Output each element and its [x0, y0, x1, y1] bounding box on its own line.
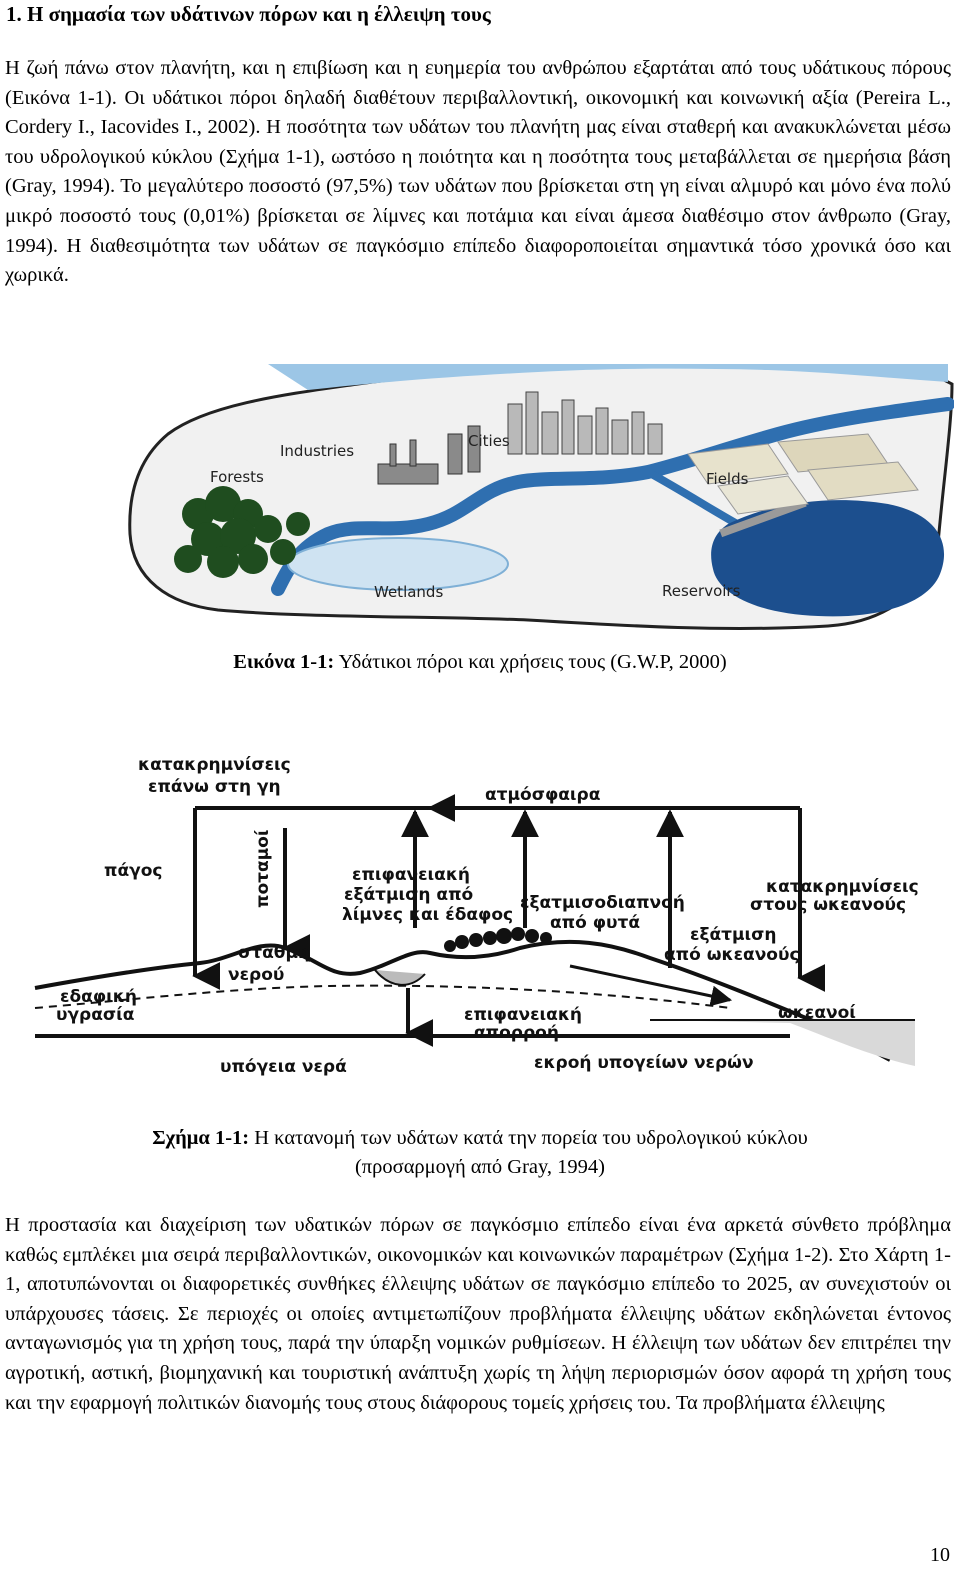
label-rivers: ποταμοί — [253, 830, 273, 908]
terrain-surface — [34, 939, 891, 1062]
label-runoff-1: επιφανειακή — [464, 1005, 582, 1025]
water-table-line — [34, 984, 731, 1009]
figure2-caption: Σχήμα 1-1: Η κατανομή των υδάτων κατά τη… — [0, 1124, 960, 1182]
vegetation — [444, 927, 552, 952]
label-runoff-2: απορροή — [474, 1023, 559, 1043]
label-industries: Industries — [280, 442, 354, 460]
river — [271, 397, 955, 596]
label-soil-moisture-1: εδαφική — [60, 987, 137, 1007]
label-cities: Cities — [468, 432, 510, 450]
figure1-caption: Εικόνα 1-1: Υδάτικοι πόροι και χρήσεις τ… — [0, 648, 960, 677]
label-groundwater-outflow: εκροή υπογείων νερών — [534, 1053, 754, 1073]
label-groundwater: υπόγεια νερά — [220, 1057, 347, 1077]
label-surface-evap-2: εξάτμιση από — [344, 885, 473, 905]
label-oceans: ωκεανοί — [778, 1003, 856, 1023]
hydrological-cycle-diagram: κατακρημνίσεις επάνω στη γη ατμόσφαιρα π… — [30, 738, 920, 1083]
label-water-table-2: νερού — [228, 965, 284, 985]
figure2-caption-text: Η κατανομή των υδάτων κατά την πορεία το… — [249, 1127, 808, 1149]
management-paragraph: Η προστασία και διαχείριση των υδατικών … — [5, 1214, 951, 1414]
forest-trees — [174, 486, 310, 578]
label-ocean-evap-2: από ωκεανούς — [664, 945, 800, 965]
intro-paragraph: Η ζωή πάνω στον πλανήτη, και η επιβίωση … — [5, 57, 951, 287]
industry-buildings — [377, 425, 481, 485]
reservoir-lake — [711, 500, 945, 617]
label-surface-evap-1: επιφανειακή — [352, 865, 470, 885]
hydrological-cycle-drawing: κατακρημνίσεις επάνω στη γη ατμόσφαιρα π… — [34, 755, 919, 1077]
label-water-table-1: στάθμη — [238, 943, 310, 963]
label-wetlands: Wetlands — [374, 583, 443, 601]
figure2-caption-label: Σχήμα 1-1: — [152, 1127, 250, 1149]
section-heading: 1. Η σημασία των υδάτινων πόρων και η έλ… — [6, 2, 491, 26]
water-resources-drawing: Industries Cities Forests Fields Wetland… — [128, 362, 955, 630]
label-precip-land-2: επάνω στη γη — [148, 777, 281, 797]
water-resources-illustration: Industries Cities Forests Fields Wetland… — [128, 362, 955, 632]
label-precip-land-1: κατακρημνίσεις — [138, 755, 291, 775]
figure1-caption-text: Υδάτικοι πόροι και χρήσεις τους (G.W.P, … — [334, 651, 727, 673]
ocean-water — [650, 1020, 915, 1066]
label-ice: πάγος — [104, 861, 162, 881]
label-precip-ocean-1: κατακρημνίσεις — [766, 877, 919, 897]
label-atmosphere: ατμόσφαιρα — [485, 785, 600, 805]
label-transpiration-1: εξατμισοδιαπνοή — [520, 893, 685, 913]
city-skyline — [507, 391, 663, 455]
figure2-caption-line2: (προσαρμογή από Gray, 1994) — [354, 1156, 605, 1178]
page-number: 10 — [930, 1544, 950, 1566]
label-reservoirs: Reservoirs — [662, 582, 741, 600]
figure2-caption-line1: Σχήμα 1-1: Η κατανομή των υδάτων κατά τη… — [0, 1124, 960, 1153]
label-soil-moisture-2: υγρασία — [56, 1005, 134, 1025]
label-surface-evap-3: λίμνες και έδαφος — [342, 905, 513, 925]
figure1-caption-label: Εικόνα 1-1: — [233, 651, 335, 673]
label-precip-ocean-2: στους ωκεανούς — [750, 895, 906, 915]
label-fields: Fields — [706, 470, 749, 488]
label-ocean-evap-1: εξάτμιση — [690, 925, 777, 945]
label-transpiration-2: από φυτά — [550, 913, 640, 933]
label-forests: Forests — [210, 468, 264, 486]
fields-patches — [687, 433, 919, 515]
